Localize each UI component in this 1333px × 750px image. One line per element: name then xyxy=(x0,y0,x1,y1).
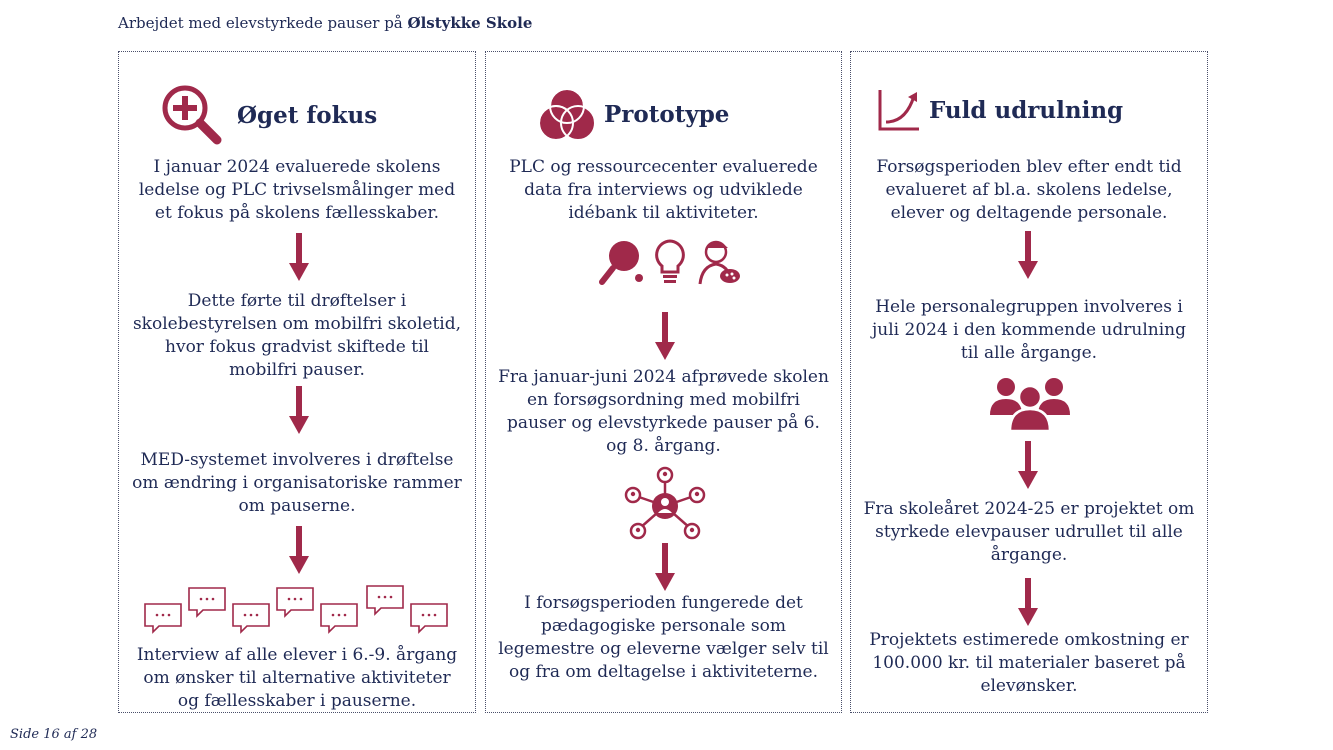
step-text: Projektets estimerede omkostning er 100.… xyxy=(869,630,1189,696)
ping-pong-icon xyxy=(599,241,643,285)
panel-oget-fokus: Øget fokus I januar 2024 evaluerede skol… xyxy=(118,51,476,713)
panel-header: Prototype xyxy=(538,86,729,142)
title-prefix: Arbejdet med elevstyrkede pauser på xyxy=(118,14,408,32)
arrow-down-icon xyxy=(289,233,309,281)
step-text: Interview af alle elever i 6.-9. årgang … xyxy=(136,645,458,711)
magnifier-plus-icon xyxy=(162,85,222,145)
arrow-down-icon xyxy=(289,526,309,574)
step-text: Fra skoleåret 2024-25 er projektet om st… xyxy=(863,499,1195,565)
panel-title: Prototype xyxy=(604,100,730,128)
panel-header: Fuld udrulning xyxy=(877,88,1123,132)
lightbulb-icon xyxy=(655,239,685,283)
speech-bubbles-icon xyxy=(144,585,448,634)
arrow-down-icon xyxy=(655,543,675,591)
panel-title: Øget fokus xyxy=(237,101,378,129)
arrow-down-icon xyxy=(289,386,309,434)
step-text: I forsøgsperioden fungerede det pædagogi… xyxy=(498,593,829,682)
panel-fuld-udrulning: Fuld udrulning Forsøgsperioden blev efte… xyxy=(850,51,1208,713)
people-group-icon xyxy=(990,378,1070,433)
venn-diagram-icon xyxy=(538,88,596,141)
page-title: Arbejdet med elevstyrkede pauser på Ølst… xyxy=(118,14,532,32)
arrow-down-icon xyxy=(1018,578,1038,626)
step-text: MED-systemet involveres i drøftelse om æ… xyxy=(132,450,462,516)
activity-icons xyxy=(598,238,742,286)
step-text: PLC og ressourcecenter evaluerede data f… xyxy=(509,157,818,223)
arrow-down-icon xyxy=(655,312,675,360)
growth-chart-icon xyxy=(878,90,919,131)
panel-header: Øget fokus xyxy=(161,84,377,146)
arrow-down-icon xyxy=(1018,441,1038,489)
network-people-icon xyxy=(624,466,706,540)
panel-prototype: Prototype PLC og ressourcecenter evaluer… xyxy=(485,51,842,713)
school-name: Ølstykke Skole xyxy=(407,14,533,32)
arrow-down-icon xyxy=(1018,231,1038,279)
step-text: Dette førte til drøftelser i skolebestyr… xyxy=(132,291,462,380)
step-text: Forsøgsperioden blev efter endt tid eval… xyxy=(876,157,1182,223)
panel-title: Fuld udrulning xyxy=(929,96,1124,124)
step-text: Hele personalegruppen involveres i juli … xyxy=(872,297,1186,363)
step-text: Fra januar-juni 2024 afprøvede skolen en… xyxy=(498,367,829,456)
painter-icon xyxy=(698,240,740,285)
page-number: Side 16 af 28 xyxy=(10,727,98,742)
step-text: I januar 2024 evaluerede skolens ledelse… xyxy=(138,157,456,223)
